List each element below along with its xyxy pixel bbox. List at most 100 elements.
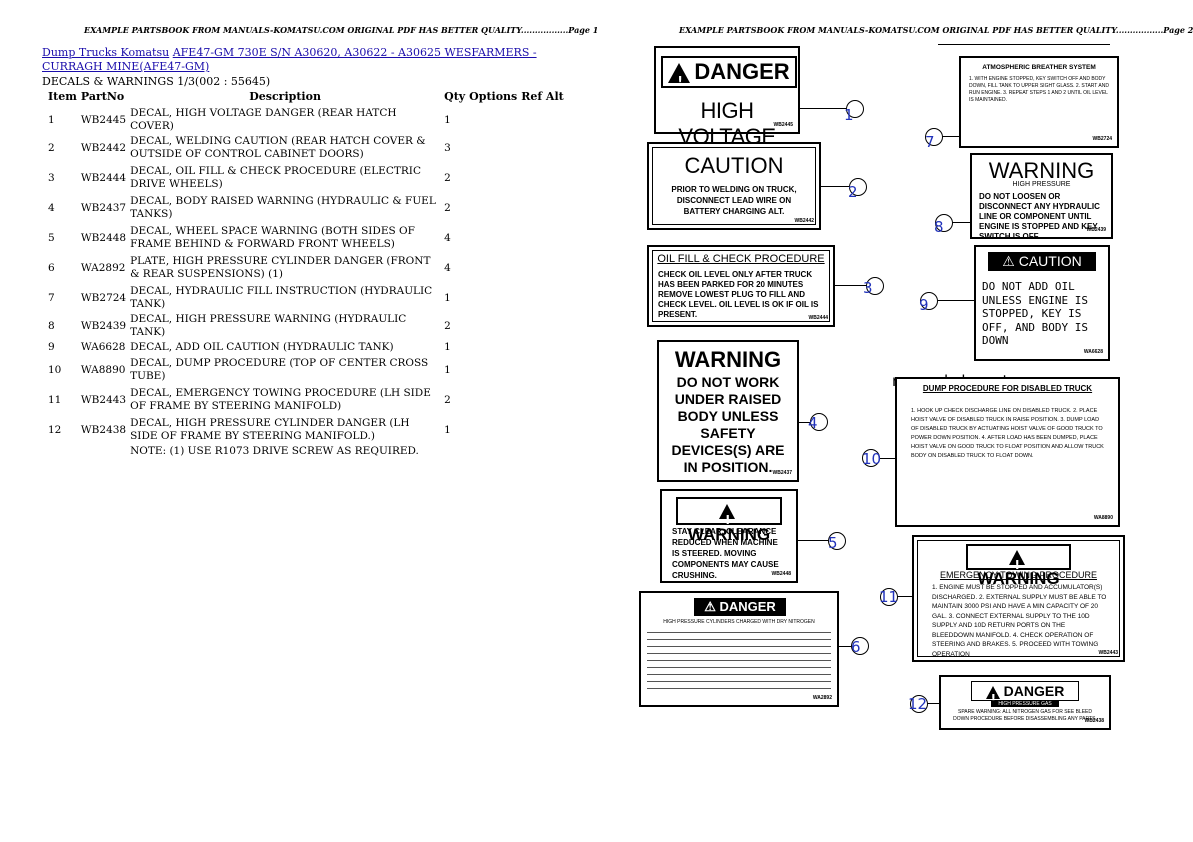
decal-title: WARNING [674, 347, 782, 372]
row-qty: 1 [444, 340, 451, 353]
callout-number: 7 [925, 133, 935, 151]
callout-number: 10 [862, 450, 882, 468]
leader-line [800, 108, 846, 109]
row-description: DECAL, OIL FILL & CHECK PROCEDURE (ELECT… [130, 165, 421, 190]
callout-number: 11 [879, 588, 899, 606]
row-item: 9 [48, 340, 55, 353]
col-options: Options [469, 90, 518, 103]
breadcrumb-link-dump-trucks[interactable]: Dump Trucks Komatsu [42, 46, 170, 59]
row-description: DECAL, WELDING CAUTION (REAR HATCH COVER… [130, 135, 426, 160]
breadcrumb-link-model[interactable]: AFE47-GM 730E S/N A30620, A30622 - A3062… [42, 46, 537, 73]
row-qty: 1 [444, 363, 451, 376]
row-qty: 2 [444, 171, 451, 184]
callout-circle [862, 449, 880, 467]
row-item: 7 [48, 291, 55, 304]
row-partno: WA8890 [80, 363, 126, 376]
row-partno: WB2442 [80, 141, 127, 154]
decal-body: CHECK OIL LEVEL ONLY AFTER TRUCK HAS BEE… [658, 270, 819, 319]
callout-number: 2 [848, 183, 858, 201]
col-description: Description [249, 90, 321, 103]
warning-triangle-icon [668, 63, 691, 95]
row-partno: WB2724 [80, 291, 127, 304]
row-item: 6 [48, 261, 55, 274]
leader-line [839, 646, 851, 647]
warning-triangle-icon: ⚠ [1002, 253, 1015, 269]
warning-triangle-icon [985, 685, 1000, 708]
row-qty: 1 [444, 291, 451, 304]
row-partno: WB2444 [80, 171, 127, 184]
row-description: DECAL, HIGH VOLTAGE DANGER (REAR HATCH C… [130, 107, 397, 132]
row-item: 4 [48, 201, 55, 214]
decal-code: WB2442 [794, 218, 814, 224]
row-item: 8 [48, 319, 55, 332]
decal-title: WARNING [988, 158, 1095, 183]
row-description: DECAL, WHEEL SPACE WARNING (BOTH SIDES O… [130, 225, 415, 250]
section-title: DECALS & WARNINGS 1/3(002 : 55645) [42, 75, 271, 88]
decal-body: PRIOR TO WELDING ON TRUCK, DISCONNECT LE… [671, 185, 797, 216]
decal-welding-caution: CAUTION PRIOR TO WELDING ON TRUCK, DISCO… [647, 142, 821, 230]
decal-title: OIL FILL & CHECK PROCEDURE [657, 253, 825, 265]
row-partno: WA6628 [80, 340, 126, 353]
decal-title: CAUTION [684, 153, 784, 178]
leader-line [897, 596, 912, 597]
row-description: DECAL, HIGH PRESSURE WARNING (HYDRAULIC … [130, 313, 407, 338]
decal-title: DANGER [719, 599, 776, 614]
row-description: DECAL, BODY RAISED WARNING (HYDRAULIC & … [130, 195, 436, 220]
row-description: DECAL, HYDRAULIC FILL INSTRUCTION (HYDRA… [130, 285, 433, 310]
decal-title: DUMP PROCEDURE FOR DISABLED TRUCK [922, 384, 1093, 393]
decal-title: DANGER [1003, 683, 1065, 699]
col-partno: PartNo [80, 90, 125, 103]
decal-high-pressure-gas-danger: DANGER HIGH PRESSURE GAS SPARE WARNING: … [939, 675, 1111, 730]
callout-circle [849, 178, 867, 196]
callout-number: 8 [934, 218, 944, 236]
row-item: 1 [48, 113, 55, 126]
row-qty: 2 [444, 393, 451, 406]
decal-fine-print [647, 629, 831, 689]
callout-circle [935, 214, 953, 232]
leader-line [938, 300, 974, 301]
row-partno: WB2448 [80, 231, 127, 244]
decal-body: HIGH PRESSURE CYLINDERS CHARGED WITH DRY… [663, 619, 815, 625]
decal-code: WB2448 [771, 571, 791, 577]
row-item: 2 [48, 141, 55, 154]
decal-code: WB2443 [1098, 650, 1118, 656]
row-qty: 3 [444, 141, 451, 154]
row-item: 5 [48, 231, 55, 244]
decal-subtitle: HIGH PRESSURE GAS [991, 701, 1059, 707]
decal-body-raised-warning: WARNING DO NOT WORK UNDER RAISED BODY UN… [657, 340, 799, 482]
decal-subtitle: HIGH PRESSURE [1012, 181, 1071, 188]
parts-table: Item PartNo Description Qty Options Ref … [46, 90, 566, 458]
decal-code: WA2892 [812, 695, 832, 701]
col-qty: Qty [444, 90, 466, 103]
decal-body: 1. WITH ENGINE STOPPED, KEY SWITCH OFF A… [969, 76, 1109, 103]
warning-triangle-icon [1008, 550, 1025, 576]
row-partno: WB2445 [80, 113, 127, 126]
callout-number: 9 [919, 296, 929, 314]
row-partno: WA2892 [80, 261, 126, 274]
decal-body: DO NOT LOOSEN OR DISCONNECT ANY HYDRAULI… [979, 192, 1100, 241]
callout-number: 5 [828, 534, 838, 552]
row-description: DECAL, DUMP PROCEDURE (TOP OF CENTER CRO… [130, 357, 429, 382]
decal-emergency-towing: WARNING EMERGENCY TOWING PROCEDURE 1. EN… [912, 535, 1125, 662]
decal-title: ATMOSPHERIC BREATHER SYSTEM [982, 64, 1096, 71]
callout-number: 4 [808, 414, 818, 432]
decal-oil-fill-procedure: OIL FILL & CHECK PROCEDURE CHECK OIL LEV… [647, 245, 835, 327]
decal-body: 1. HOOK UP CHECK DISCHARGE LINE ON DISAB… [911, 408, 1104, 459]
leader-line [821, 186, 849, 187]
decal-body: 1. ENGINE MUST BE STOPPED AND ACCUMULATO… [932, 584, 1107, 658]
leader-line [927, 703, 939, 704]
leader-line [942, 136, 959, 137]
decal-title: DANGER [694, 59, 790, 84]
row-qty: 2 [444, 201, 451, 214]
callout-circle [866, 277, 884, 295]
callout-circle [920, 292, 938, 310]
